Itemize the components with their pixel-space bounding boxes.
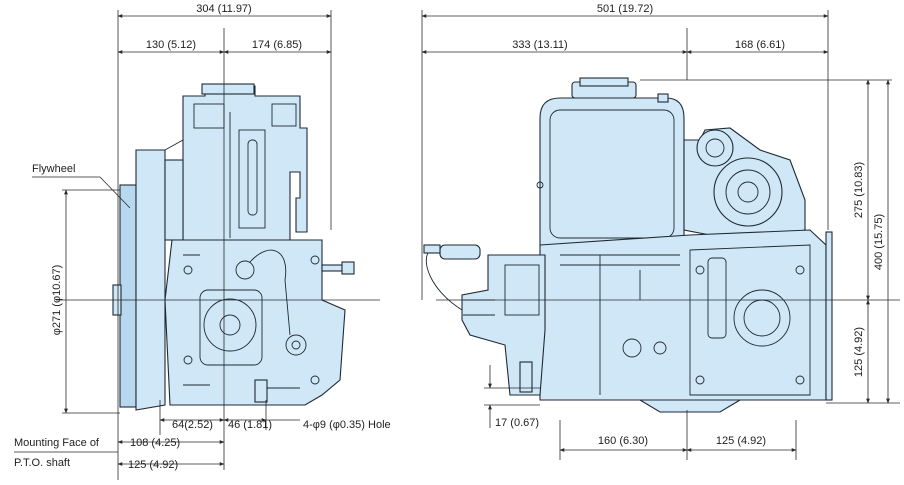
injection-pump	[461, 254, 546, 396]
dim-left-174: 174 (6.85)	[252, 39, 302, 51]
hole-note: 4-φ9 (φ0.35) Hole	[303, 419, 391, 431]
dim-right-overall: 501 (19.72)	[597, 3, 653, 15]
left-cylinder-head	[182, 85, 308, 241]
right-dimensions: 501 (19.72) 333 (13.11) 168 (6.61) 275 (…	[421, 3, 900, 460]
dim-17: 17 (0.67)	[495, 417, 539, 429]
dim-right-168: 168 (6.61)	[735, 39, 785, 51]
dim-64: 64(2.52)	[172, 419, 213, 431]
dim-flywheel-diameter: φ271 (φ10.67)	[51, 265, 63, 336]
dim-right-275: 275 (10.83)	[853, 162, 865, 218]
mounting-face-label-1: Mounting Face of	[14, 437, 100, 449]
dim-108: 108 (4.25)	[130, 437, 180, 449]
dim-46: 46 (1.81)	[228, 419, 272, 431]
dim-left-130: 130 (5.12)	[146, 39, 196, 51]
dim-160: 160 (6.30)	[598, 435, 648, 447]
left-engine-view	[112, 83, 355, 411]
dim-left-overall: 304 (11.97)	[196, 3, 251, 15]
right-engine-view	[423, 77, 833, 413]
dim-right-400: 400 (15.75)	[873, 214, 885, 270]
left-dimensions: 304 (11.97) 130 (5.12) 174 (6.85) φ271 (…	[14, 3, 391, 480]
right-crankcase	[539, 229, 827, 401]
flywheel-housing	[135, 149, 166, 411]
mounting-face-label-2: P.T.O. shaft	[14, 457, 70, 469]
dim-right-125-vertical: 125 (4.92)	[853, 327, 865, 377]
fuel-tank	[539, 97, 685, 246]
dim-right-125-horizontal: 125 (4.92)	[716, 435, 766, 447]
flywheel-shape	[119, 184, 137, 408]
flywheel-label: Flywheel	[32, 163, 75, 175]
dim-left-125: 125 (4.92)	[128, 459, 178, 471]
dim-right-333: 333 (13.11)	[512, 39, 567, 51]
